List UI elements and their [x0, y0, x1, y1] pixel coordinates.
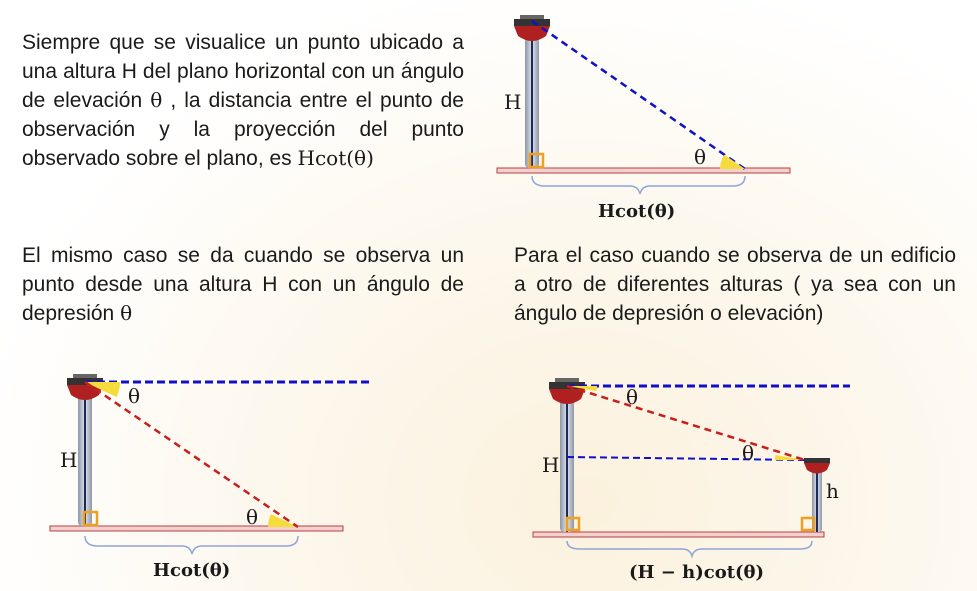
angle-arc-bottom — [267, 514, 298, 527]
right-angle-marker — [565, 516, 581, 532]
small-height-label: h — [826, 479, 839, 503]
ground-plane — [49, 525, 344, 532]
height-label: H — [542, 453, 559, 477]
horizontal-line-mid — [566, 456, 806, 461]
angle-arc — [720, 154, 745, 169]
ground-plane — [532, 531, 825, 538]
angle-arc-top — [85, 382, 121, 398]
ground-plane — [496, 167, 791, 174]
angle-label-mid: θ — [742, 441, 754, 465]
distance-label: Hcot(θ) — [598, 201, 675, 222]
height-label: H — [60, 448, 77, 472]
right-angle-marker — [528, 152, 545, 169]
line-of-sight — [531, 19, 746, 171]
right-angle-marker — [82, 510, 99, 527]
paragraph-depression: El mismo caso se da cuando se observa un… — [22, 244, 464, 325]
short-tower-icon — [804, 458, 830, 532]
height-label: H — [504, 90, 521, 114]
angle-label: θ — [694, 145, 706, 169]
angle-label-top: θ — [128, 384, 140, 408]
distance-brace — [84, 535, 299, 555]
right-angle-marker — [800, 516, 816, 532]
distance-label: Hcot(θ) — [153, 560, 230, 581]
angle-label-top: θ — [626, 385, 638, 409]
distance-brace — [531, 175, 746, 195]
figure-elevation: H θ Hcot(θ) — [496, 15, 791, 222]
line-of-sight — [84, 380, 299, 529]
figure-two-buildings: θ θ H h (H − h)cot(θ) — [532, 378, 850, 583]
angle-label-bottom: θ — [246, 505, 258, 529]
paragraph-two-buildings: Para el caso cuando se observa de un edi… — [514, 244, 956, 325]
distance-label: (H − h)cot(θ) — [629, 562, 764, 583]
line-of-sight — [566, 384, 806, 462]
paragraph-elevation: Siempre que se visualice un punto ubicad… — [22, 31, 464, 170]
distance-brace — [566, 540, 813, 559]
figure-depression: θ θ H Hcot(θ) — [49, 374, 370, 581]
angle-arc-top — [567, 386, 598, 391]
